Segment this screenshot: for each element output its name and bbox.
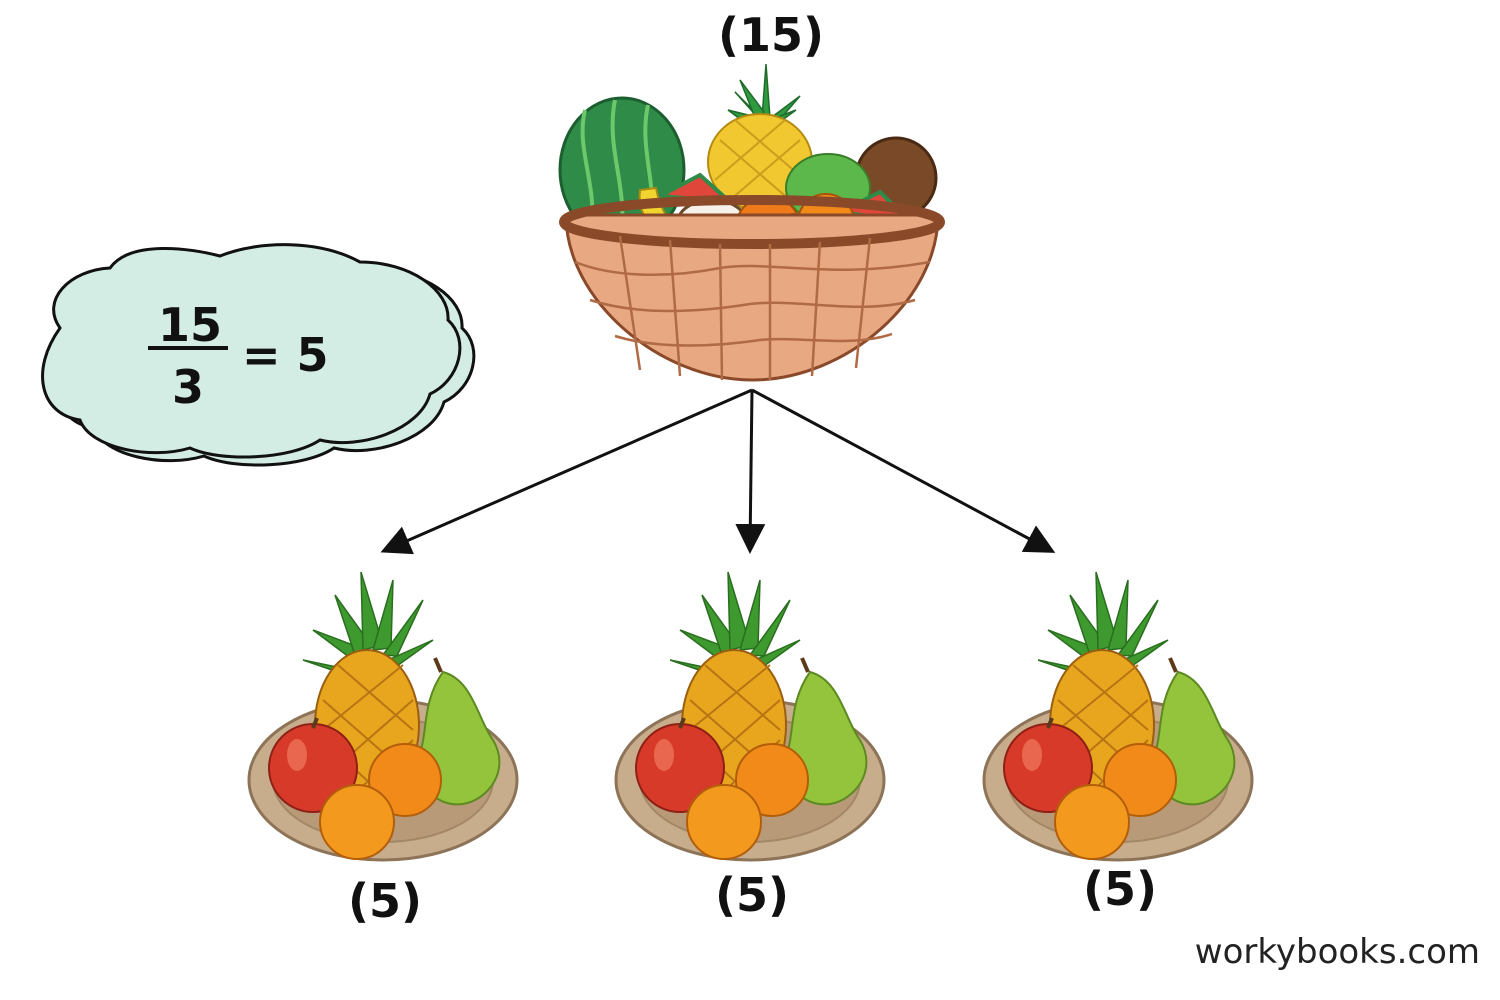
equation-result: = 5 [242,328,329,382]
distribution-arrows [380,388,1056,555]
total-count-label: (15) [718,8,825,62]
arrow-icon [735,389,766,554]
watermark-text: workybooks.com [1194,932,1480,972]
fruit-plate-icon [982,570,1254,862]
thought-cloud-icon [41,243,476,467]
equation-denominator: 3 [171,360,204,414]
plate-count-label: (5) [348,874,423,928]
plate-count-label: (5) [715,868,790,922]
arrow-icon [380,388,753,555]
fruit-plate-icon [614,570,886,862]
plate-count-label: (5) [1083,862,1158,916]
fruit-plate-icon [247,570,519,862]
fruit-basket-icon [558,63,945,382]
equation-numerator: 15 [158,298,223,352]
arrow-icon [751,388,1056,553]
